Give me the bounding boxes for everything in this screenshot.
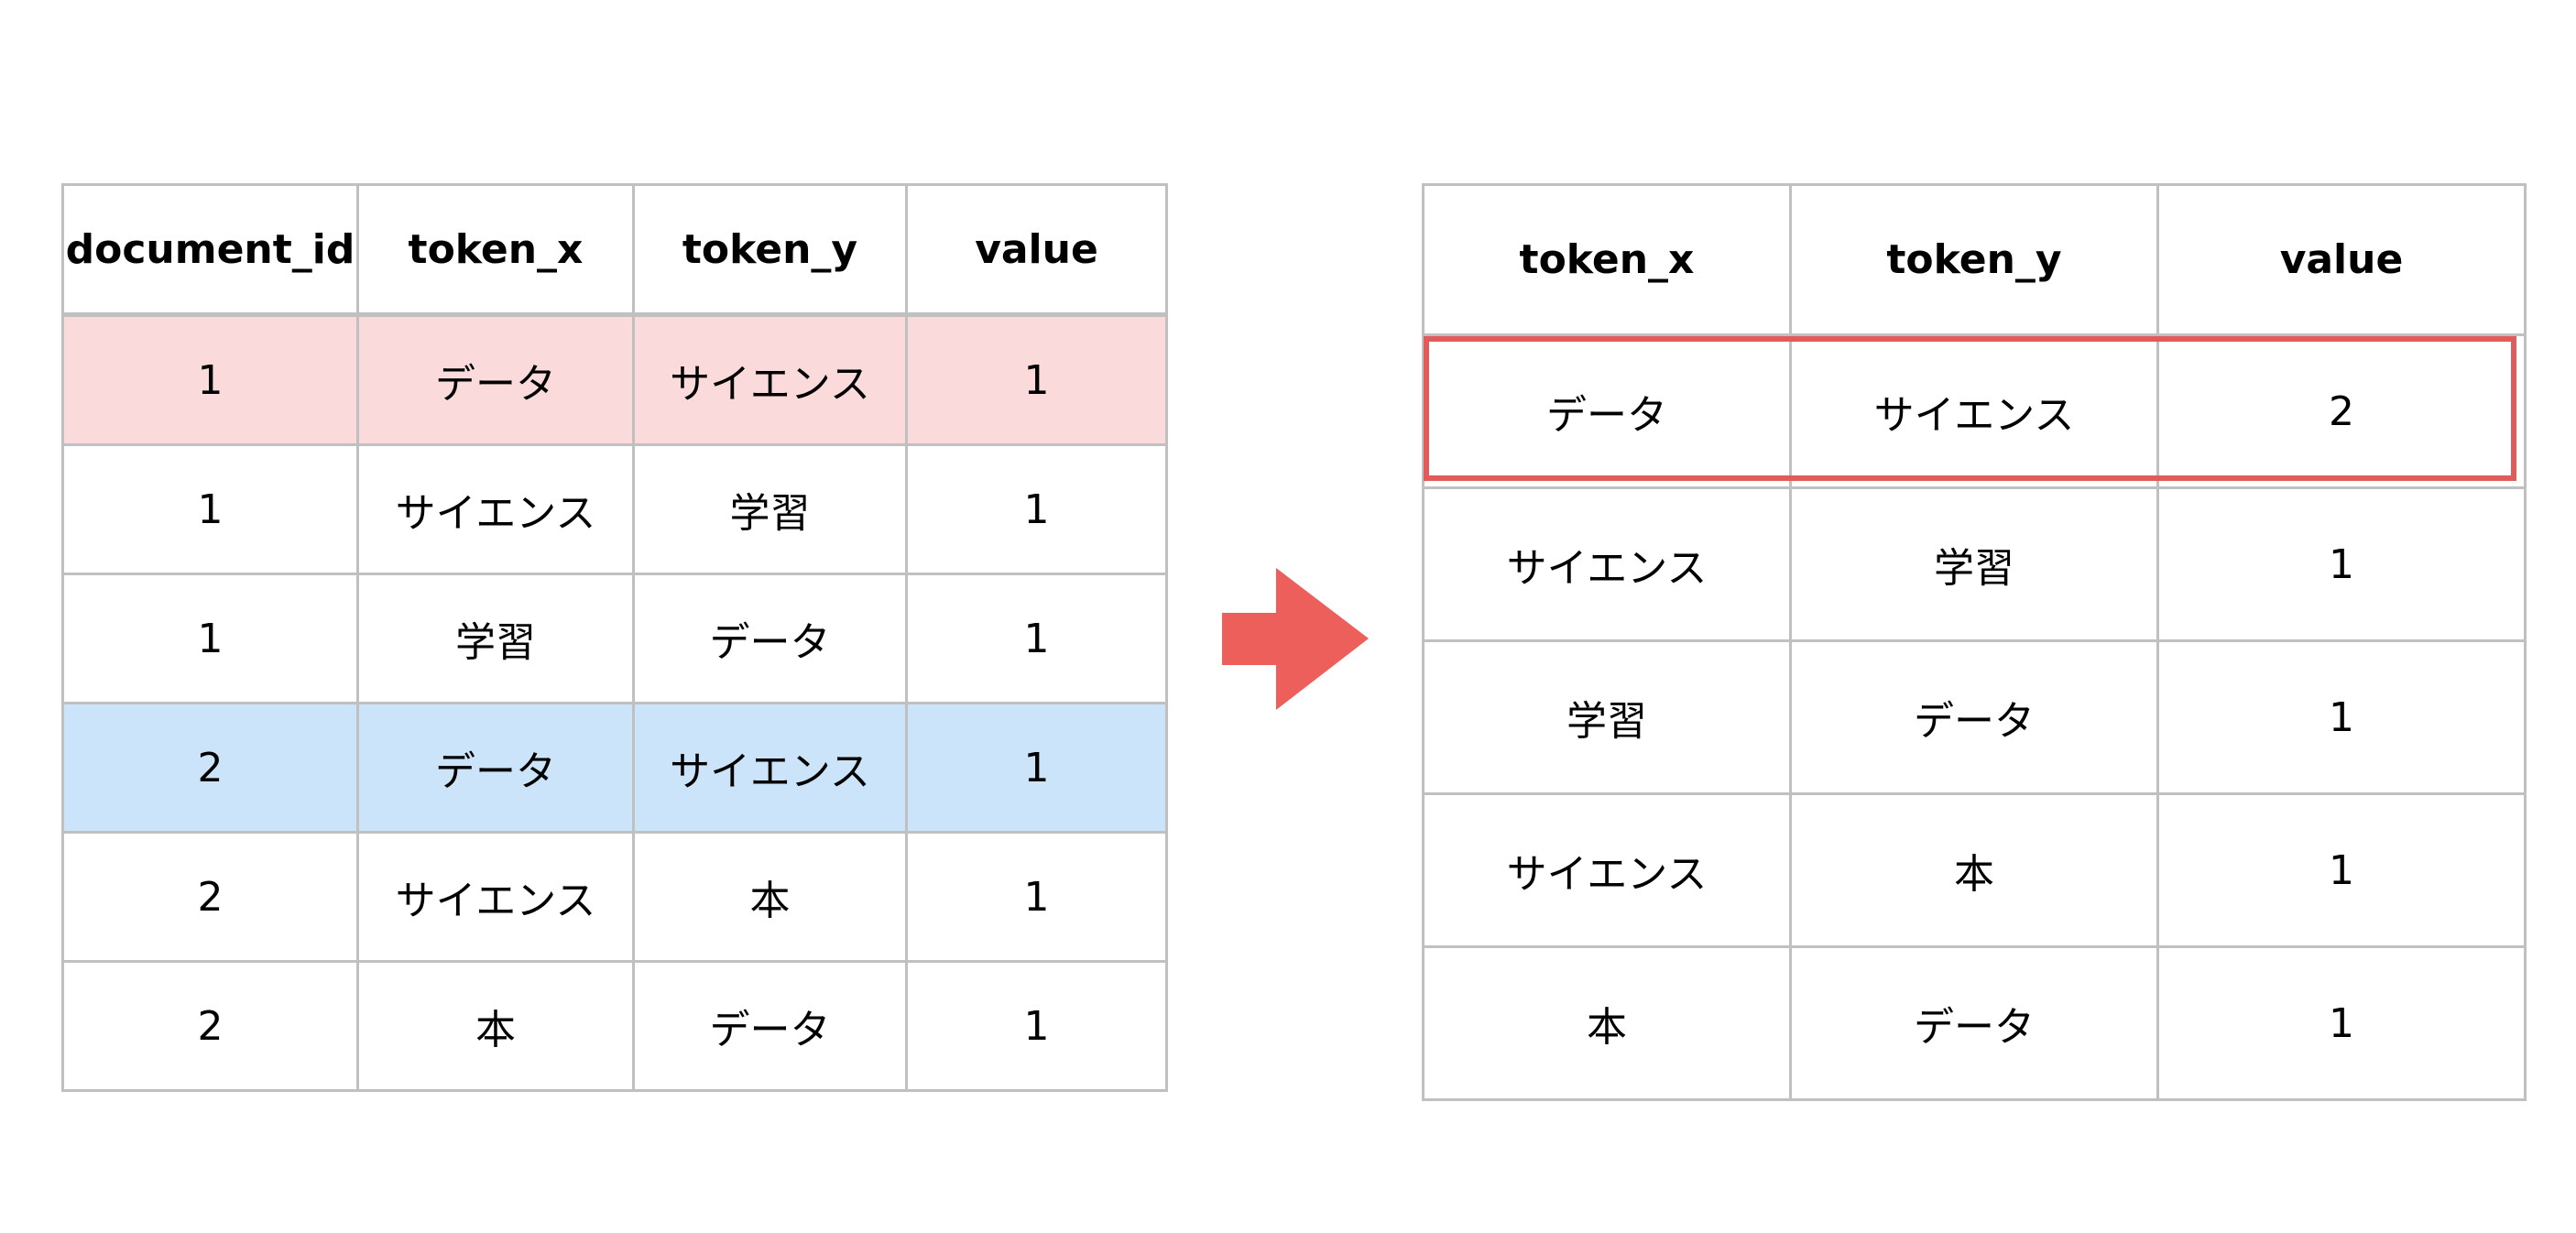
right-arrow-icon bbox=[1222, 568, 1369, 710]
table-row: 本 データ 1 bbox=[1422, 945, 2527, 1101]
header-row: document_id token_x token_y value bbox=[61, 183, 1168, 317]
table-cell: 2 bbox=[2156, 333, 2527, 489]
table-cell: データ bbox=[1422, 333, 1792, 489]
table-cell: サイエンス bbox=[356, 443, 635, 575]
table-cell: 1 bbox=[2156, 486, 2527, 642]
table-cell: サイエンス bbox=[1422, 486, 1792, 642]
table-row: サイエンス 学習 1 bbox=[1422, 486, 2527, 642]
header-cell: token_y bbox=[632, 183, 908, 317]
arrow-shape bbox=[1222, 568, 1369, 710]
table-row: 1 学習 データ 1 bbox=[61, 573, 1168, 704]
table-cell: 1 bbox=[2156, 792, 2527, 948]
table-cell: サイエンス bbox=[1789, 333, 2159, 489]
table-cell: サイエンス bbox=[632, 313, 908, 446]
table-cell: 2 bbox=[61, 702, 359, 834]
table-cell: 1 bbox=[905, 443, 1168, 575]
table-cell: サイエンス bbox=[356, 831, 635, 963]
table-cell: 1 bbox=[905, 702, 1168, 834]
table-cell: データ bbox=[356, 313, 635, 446]
table-cell: 1 bbox=[61, 573, 359, 704]
table-cell: 1 bbox=[2156, 639, 2527, 795]
aggregated-table: token_x token_y value データ サイエンス 2 サイエンス … bbox=[1422, 183, 2527, 1101]
table-cell: 学習 bbox=[356, 573, 635, 704]
table-row: 1 サイエンス 学習 1 bbox=[61, 443, 1168, 575]
table-cell: 1 bbox=[905, 573, 1168, 704]
header-cell: token_x bbox=[1422, 183, 1792, 336]
header-cell: token_y bbox=[1789, 183, 2159, 336]
table-cell: データ bbox=[1789, 639, 2159, 795]
table-cell: 本 bbox=[1422, 945, 1792, 1101]
table-cell: 1 bbox=[905, 831, 1168, 963]
table-cell: データ bbox=[356, 702, 635, 834]
table-cell: 2 bbox=[61, 960, 359, 1092]
table-row: サイエンス 本 1 bbox=[1422, 792, 2527, 948]
table-cell: データ bbox=[632, 960, 908, 1092]
table-cell: 2 bbox=[61, 831, 359, 963]
table-cell: 本 bbox=[1789, 792, 2159, 948]
table-cell: 本 bbox=[632, 831, 908, 963]
table-row: 1 データ サイエンス 1 bbox=[61, 313, 1168, 446]
header-cell: token_x bbox=[356, 183, 635, 317]
table-row: 2 データ サイエンス 1 bbox=[61, 702, 1168, 834]
table-cell: 1 bbox=[2156, 945, 2527, 1101]
table-cell: 学習 bbox=[1789, 486, 2159, 642]
table-row: データ サイエンス 2 bbox=[1422, 333, 2527, 489]
table-cell: 1 bbox=[905, 960, 1168, 1092]
table-cell: サイエンス bbox=[632, 702, 908, 834]
table-cell: 学習 bbox=[1422, 639, 1792, 795]
table-cell: 本 bbox=[356, 960, 635, 1092]
table-cell: データ bbox=[1789, 945, 2159, 1101]
table-cell: 1 bbox=[61, 443, 359, 575]
table-row: 2 本 データ 1 bbox=[61, 960, 1168, 1092]
table-row: 2 サイエンス 本 1 bbox=[61, 831, 1168, 963]
table-cell: 1 bbox=[905, 313, 1168, 446]
table-row: 学習 データ 1 bbox=[1422, 639, 2527, 795]
table-cell: 1 bbox=[61, 313, 359, 446]
table-cell: データ bbox=[632, 573, 908, 704]
table-cell: サイエンス bbox=[1422, 792, 1792, 948]
header-row: token_x token_y value bbox=[1422, 183, 2527, 336]
table-cell: 学習 bbox=[632, 443, 908, 575]
header-cell: document_id bbox=[61, 183, 359, 317]
header-cell: value bbox=[905, 183, 1168, 317]
source-table: document_id token_x token_y value 1 データ … bbox=[61, 183, 1168, 1092]
header-cell: value bbox=[2156, 183, 2527, 336]
